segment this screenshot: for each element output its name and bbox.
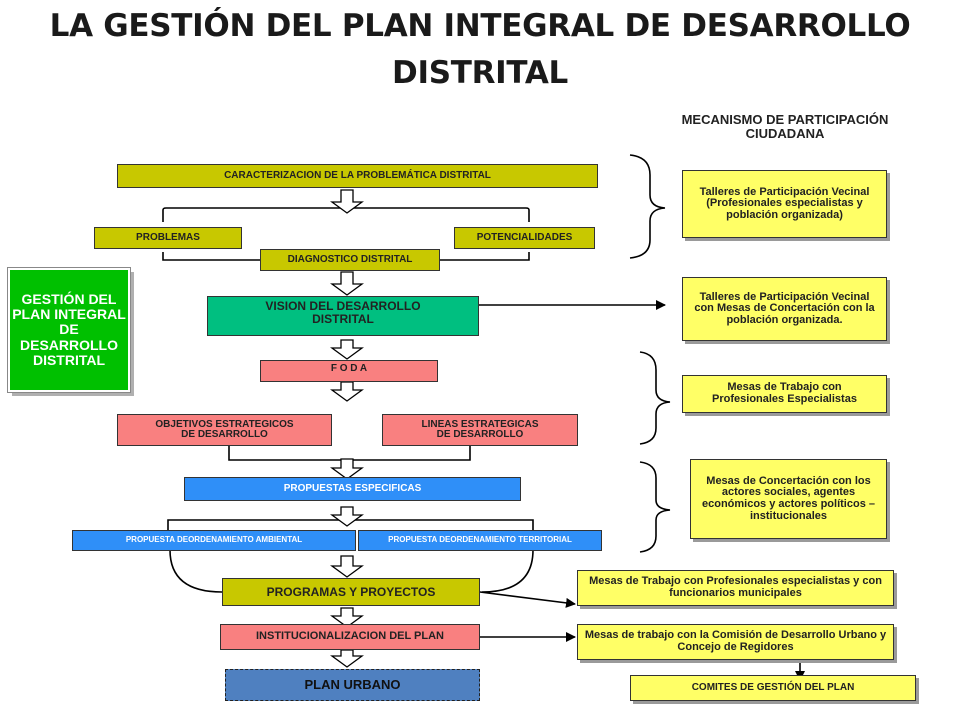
caracterizacion-box: CARACTERIZACION DE LA PROBLEMÁTICA DISTR… xyxy=(117,164,598,188)
lineas-box: LINEAS ESTRATEGICAS DE DESARROLLO xyxy=(382,414,578,446)
mechanism-mesas-especialistas: Mesas de Trabajo con Profesionales Espec… xyxy=(682,375,887,413)
programas-box: PROGRAMAS Y PROYECTOS xyxy=(222,578,480,606)
plan-urbano-box: PLAN URBANO xyxy=(225,669,480,701)
mechanism-mesas-actores: Mesas de Concertación con los actores so… xyxy=(690,459,887,539)
page-title-line1: LA GESTIÓN DEL PLAN INTEGRAL DE DESARROL… xyxy=(49,8,911,44)
mechanism-talleres-vecinal: Talleres de Participación Vecinal (Profe… xyxy=(682,170,887,238)
mechanism-mesas-comision: Mesas de trabajo con la Comisión de Desa… xyxy=(577,624,894,660)
mechanism-header: MECANISMO DE PARTICIPACIÓN CIUDADANA xyxy=(681,112,889,141)
vision-box: VISION DEL DESARROLLO DISTRITAL xyxy=(207,296,479,336)
page-title-line2: DISTRITAL xyxy=(392,55,568,91)
propuesta-territorial-box: PROPUESTA DEORDENAMIENTO TERRITORIAL xyxy=(358,530,602,551)
potencialidades-box: POTENCIALIDADES xyxy=(454,227,595,249)
propuestas-especificas-box: PROPUESTAS ESPECIFICAS xyxy=(184,477,521,501)
mechanism-comites-gestion: COMITES DE GESTIÓN DEL PLAN xyxy=(630,675,916,701)
mechanism-talleres-concertacion: Talleres de Participación Vecinal con Me… xyxy=(682,277,887,341)
problemas-box: PROBLEMAS xyxy=(94,227,242,249)
diagnostico-box: DIAGNOSTICO DISTRITAL xyxy=(260,249,440,271)
institucionalizacion-box: INSTITUCIONALIZACION DEL PLAN xyxy=(220,624,480,650)
objetivos-box: OBJETIVOS ESTRATEGICOS DE DESARROLLO xyxy=(117,414,332,446)
propuesta-ambiental-box: PROPUESTA DEORDENAMIENTO AMBIENTAL xyxy=(72,530,356,551)
foda-box: F O D A xyxy=(260,360,438,382)
mechanism-mesas-funcionarios: Mesas de Trabajo con Profesionales espec… xyxy=(577,570,894,606)
side-label-box: GESTIÓN DEL PLAN INTEGRAL DE DESARROLLO … xyxy=(7,267,131,393)
